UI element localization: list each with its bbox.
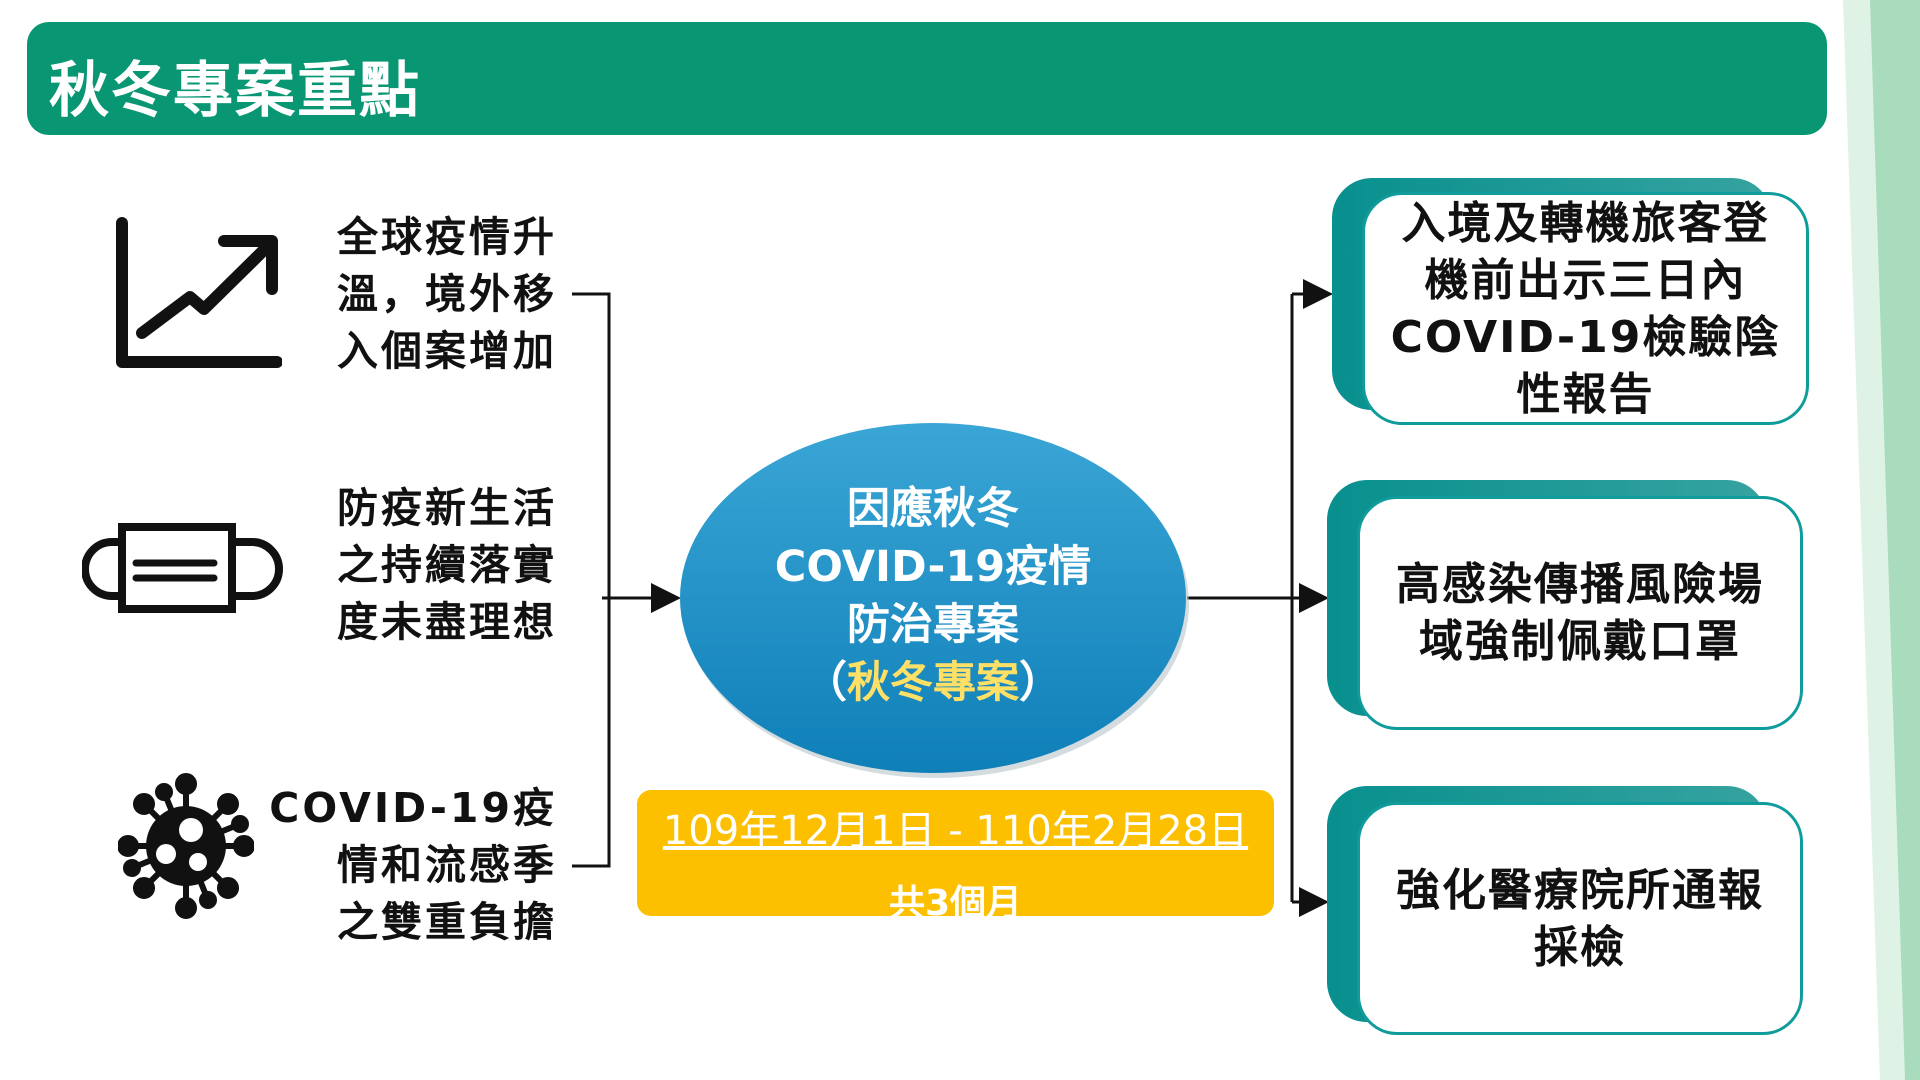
page-title: 秋冬專案重點 — [49, 56, 421, 126]
right-connector — [1187, 279, 1333, 917]
text-line: 入境及轉機旅客登 — [1401, 197, 1770, 249]
text-line: 機前出示三日內 — [1424, 254, 1747, 306]
paren: （ — [804, 658, 847, 708]
text-line: COVID-19檢驗陰 — [1390, 311, 1781, 363]
paren: ） — [1019, 658, 1062, 708]
face-mask-icon — [82, 523, 283, 613]
text-line: 全球疫情升 — [337, 213, 557, 261]
text-line: 入個案增加 — [337, 327, 557, 375]
project-name-highlight: 秋冬專案 — [847, 658, 1019, 708]
side-stripe-dark — [1870, 0, 1920, 1080]
trend-up-chart-icon — [116, 217, 282, 368]
text-line: 情和流感季 — [337, 841, 557, 889]
period-range: 109年12月1日 - 110年2月28日 — [662, 808, 1249, 854]
measure-box-2: 高感染傳播風險場域強制佩戴口罩 — [1357, 496, 1803, 730]
left-connector — [572, 292, 681, 868]
center-ellipse-text: 因應秋冬 COVID-19疫情 防治專案 （秋冬專案） — [700, 480, 1166, 712]
text-line: 之持續落實 — [337, 541, 557, 589]
period-box: 109年12月1日 - 110年2月28日 共3個月 — [637, 790, 1274, 924]
text-line: 高感染傳播風險場 — [1396, 559, 1764, 610]
virus-icon — [118, 773, 254, 919]
text-line: 性報告 — [1516, 368, 1655, 420]
left-item-2-text: 防疫新生活 之持續落實 度未盡理想 — [257, 480, 557, 651]
center-ellipse — [680, 423, 1186, 773]
text-line: 採檢 — [1534, 921, 1626, 973]
text-line: 因應秋冬 — [847, 484, 1019, 534]
text-line: 防治專案 — [847, 600, 1019, 650]
header-bar: 秋冬專案重點 — [27, 22, 1827, 135]
left-item-1-text: 全球疫情升 溫，境外移 入個案增加 — [257, 209, 557, 380]
text-line: 度未盡理想 — [337, 598, 557, 646]
period-duration: 共3個月 — [888, 883, 1023, 924]
text-line: 域強制佩戴口罩 — [1419, 616, 1741, 667]
left-item-3-text: COVID-19疫 情和流感季 之雙重負擔 — [257, 780, 557, 951]
text-line: COVID-19疫 — [269, 784, 557, 832]
text-line: COVID-19疫情 — [774, 542, 1092, 592]
text-line: （秋冬專案） — [700, 654, 1166, 712]
text-line: 溫，境外移 — [337, 270, 557, 318]
text-line: 防疫新生活 — [337, 484, 557, 532]
text-line: 之雙重負擔 — [337, 898, 557, 946]
measure-box-3: 強化醫療院所通報採檢 — [1357, 802, 1803, 1035]
text-line: 強化醫療院所通報 — [1396, 864, 1764, 916]
